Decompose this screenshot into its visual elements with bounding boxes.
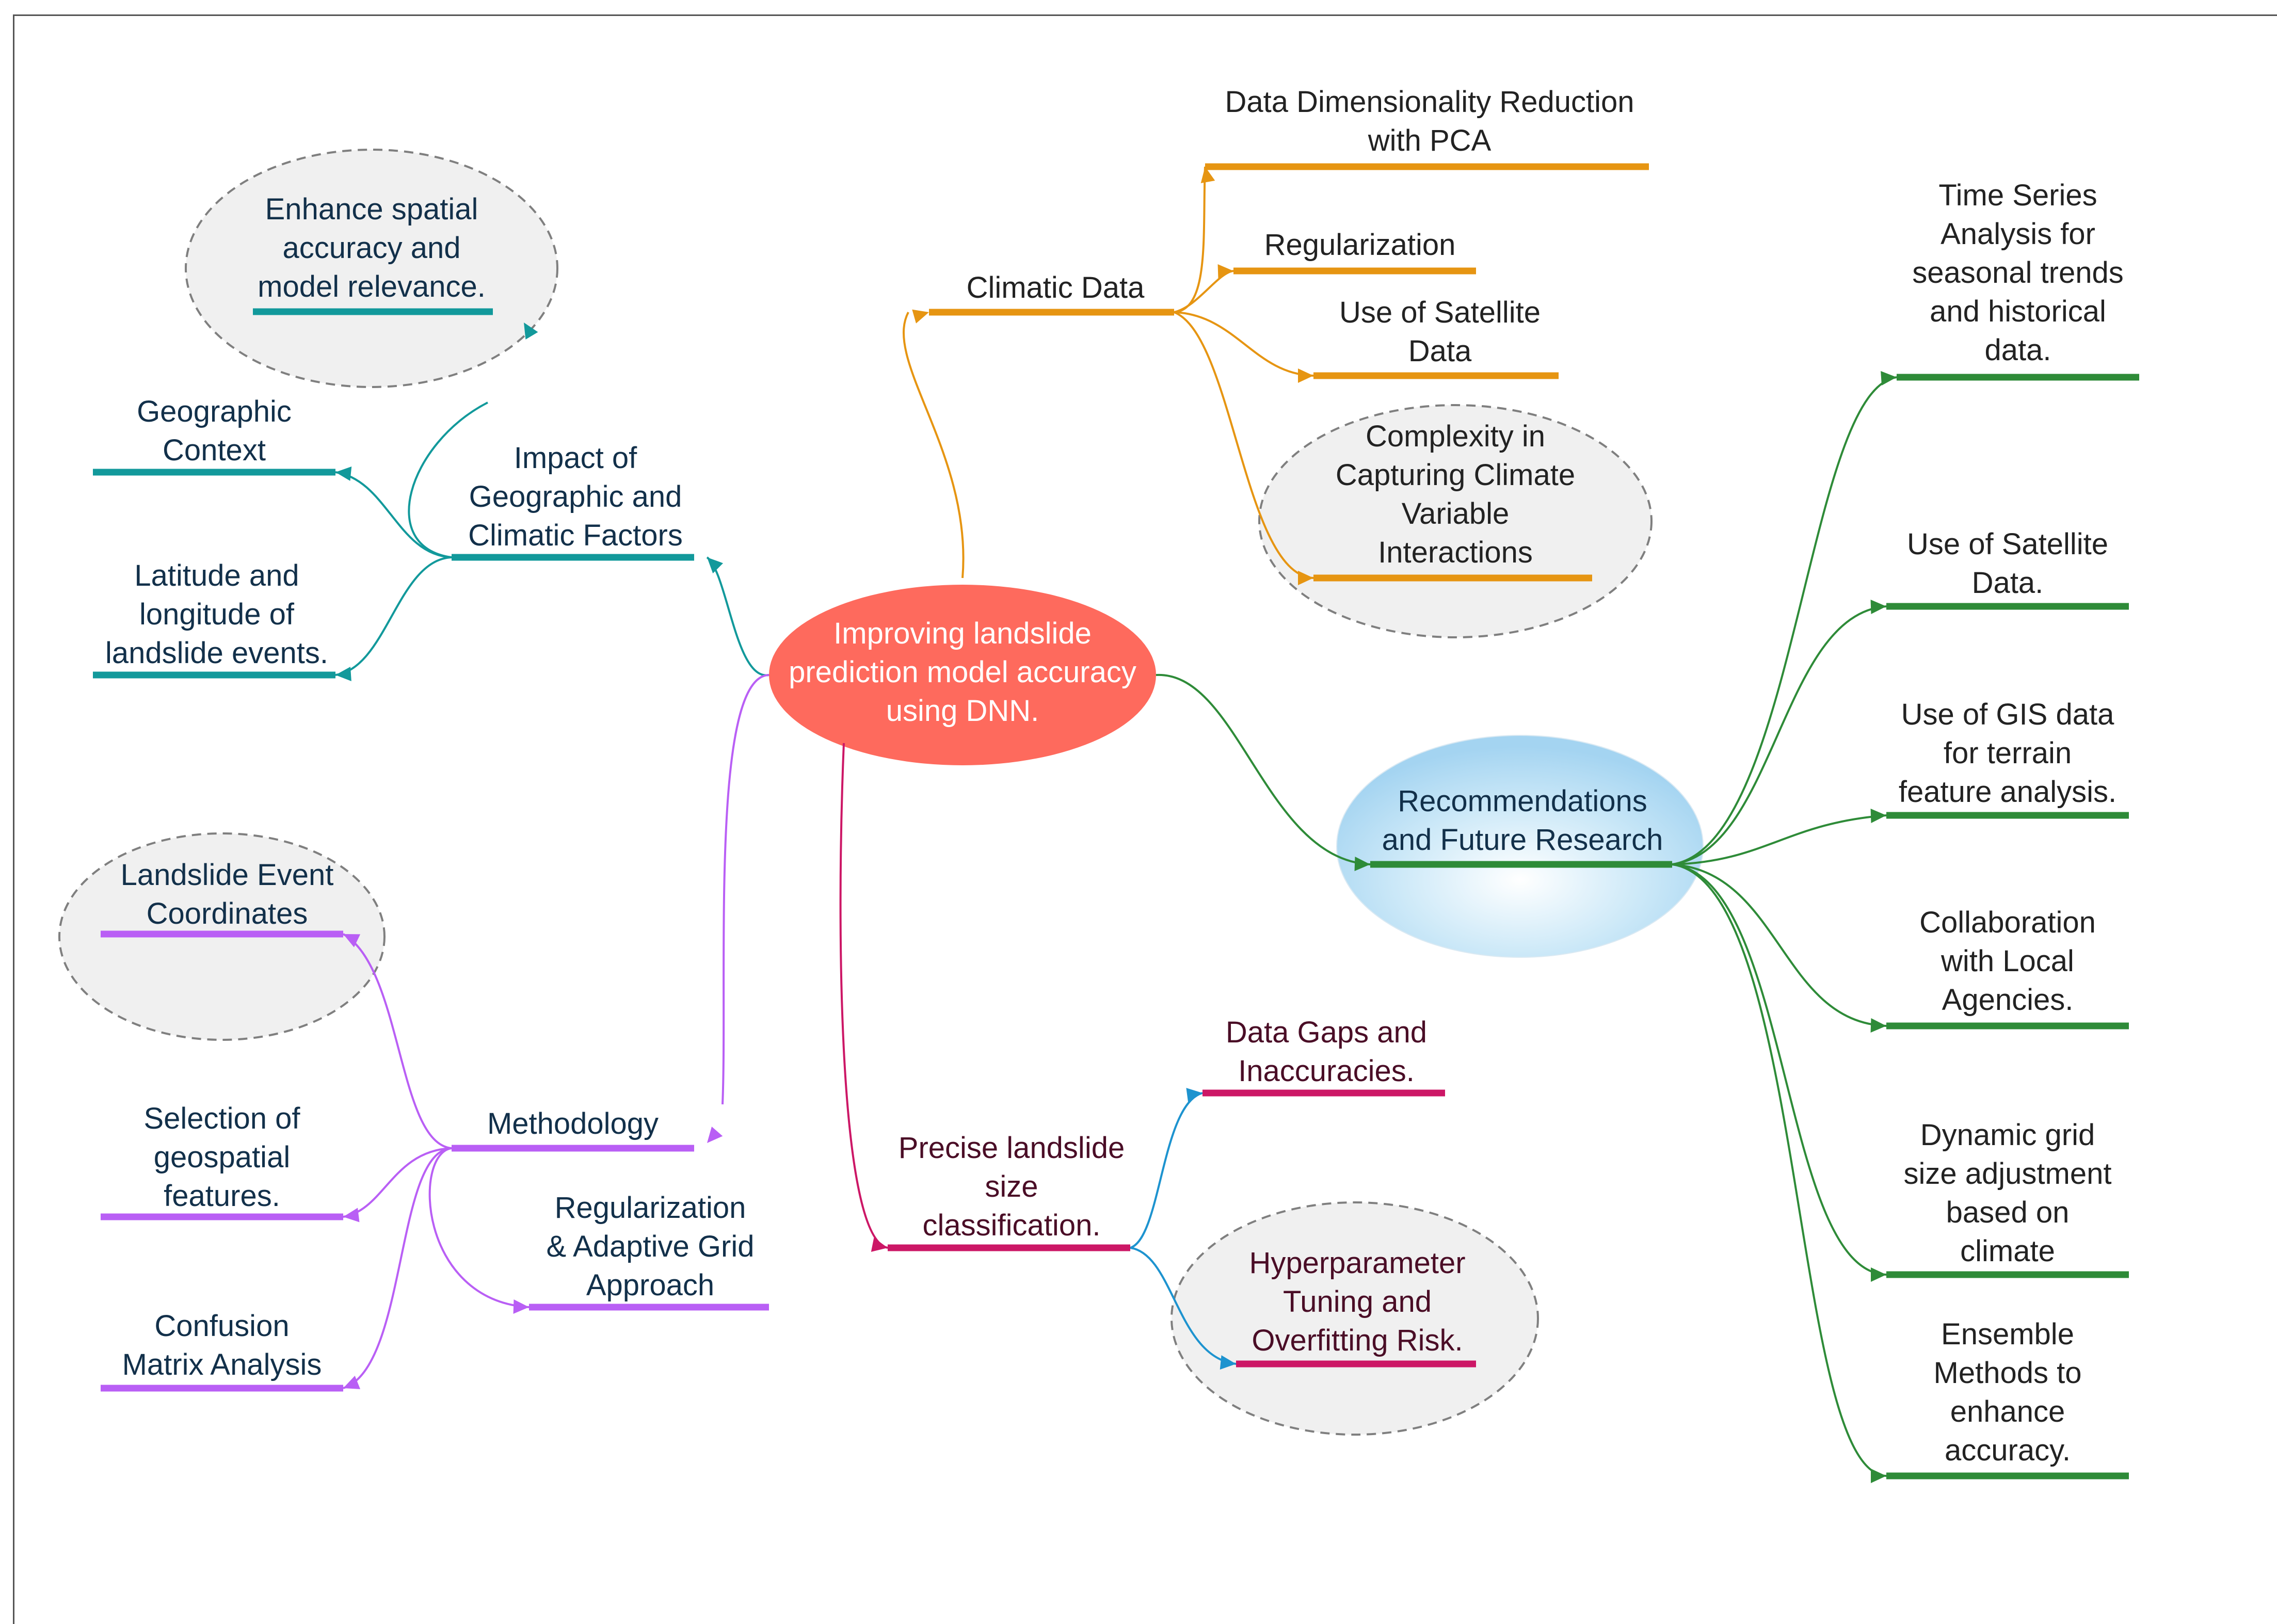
recommendations-to-ensemble-edge [1672,863,1887,1477]
recommendations-to-time-series-edge [1672,376,1897,865]
methodology-to-reg-adaptive-edge-arrowhead [513,1299,529,1314]
root-to-impact-edge-arrowhead [707,557,724,574]
data-gaps-label: Data Gaps and Inaccuracies. [1225,1016,1428,1088]
root-to-precise-edge [839,743,888,1249]
precise-to-hyperparameter-edge [1130,1247,1237,1365]
satellite-climate-label: Use of Satellite Data [1339,296,1541,368]
methodology-to-confusion-edge-arrowhead [343,1375,361,1389]
geographic-context-label: Geographic Context [137,395,292,467]
methodology-label: Methodology [487,1107,659,1140]
climatic-to-pca-edge-arrowhead [1200,167,1215,184]
methodology-to-confusion-edge [343,1147,452,1389]
recommendations-to-gis-edge-arrowhead [1870,809,1886,823]
diagram-frame [13,14,2277,1624]
impact-to-enhance-edge [408,401,488,558]
enhance-accuracy-label: Enhance spatial accuracy and model relev… [258,192,486,303]
hyperparameter-label: Hyperparameter Tuning and Overfitting Ri… [1249,1246,1466,1357]
recommendations-to-ensemble-edge-arrowhead [1871,1469,1886,1483]
climatic-to-complexity-edge [1174,311,1314,579]
recommendations-to-satellite-edge-arrowhead [1870,600,1886,614]
methodology-to-selection-edge-arrowhead [343,1208,360,1223]
root-node [769,585,1156,765]
confusion-matrix-label: Confusion Matrix Analysis [122,1309,322,1381]
methodology-to-coordinates-edge-arrowhead [343,934,361,947]
climatic-to-regularization-edge-arrowhead [1217,264,1233,279]
climatic-to-satellite-edge-arrowhead [1298,368,1313,383]
recommendations-label: Recommendations and Future Research [1382,784,1663,857]
impact-to-geographic-edge [335,471,452,558]
climatic-data-label: Climatic Data [966,271,1145,304]
recommendations-to-gis-edge [1672,814,1887,865]
lat-long-label: Latitude and longitude of landslide even… [105,559,329,670]
root-to-climatic-edge-arrowhead [912,309,929,324]
climatic-to-complexity-edge-arrowhead [1298,571,1313,585]
time-series-label: Time Series Analysis for seasonal trends… [1912,179,2124,367]
recommendations-to-collaboration-edge-arrowhead [1870,1018,1886,1033]
methodology-to-coordinates-edge [343,933,452,1149]
pca-label: Data Dimensionality Reduction with PCA [1225,85,1634,157]
recommendations-node [1336,735,1704,958]
recommendations-to-dynamic-grid-edge [1672,863,1887,1276]
dynamic-grid-label: Dynamic grid size adjustment based on cl… [1903,1118,2112,1268]
recommendations-to-satellite-edge [1672,605,1887,865]
enhance-bubble [185,149,558,388]
root-to-precise-edge-arrowhead [871,1237,888,1252]
methodology-to-reg-adaptive-edge [428,1147,530,1308]
recommendations-to-collaboration-edge [1672,863,1887,1027]
root-to-methodology-edge [721,674,769,1105]
climatic-to-satellite-edge [1174,311,1314,377]
precise-to-data-gaps-edge-arrowhead [1186,1088,1202,1102]
methodology-to-selection-edge [343,1147,452,1218]
satellite-rec-label: Use of Satellite Data. [1906,527,2109,600]
impact-to-enhance-edge-arrowhead [524,323,538,340]
impact-to-latlong-edge [335,556,452,676]
precise-classification-label: Precise landslide size classification. [898,1131,1125,1242]
recommendations-to-time-series-edge-arrowhead [1881,371,1897,385]
recommendations-to-dynamic-grid-edge-arrowhead [1871,1267,1886,1282]
impact-to-latlong-edge-arrowhead [335,667,351,681]
impact-factors-label: Impact of Geographic and Climatic Factor… [468,441,683,552]
root-node-label: Improving landslide prediction model acc… [789,617,1136,728]
root-to-methodology-edge-arrowhead [707,1127,723,1143]
selection-features-label: Selection of geospatial features. [143,1102,300,1213]
climatic-to-regularization-edge [1174,270,1234,313]
event-coordinates-label: Landslide Event Coordinates [120,858,334,930]
root-to-recommendations-edge-arrowhead [1354,857,1370,871]
gis-terrain-label: Use of GIS data for terrain feature anal… [1898,698,2117,809]
regularization-climate-label: Regularization [1264,228,1456,262]
ensemble-methods-label: Ensemble Methods to enhance accuracy. [1933,1317,2082,1467]
hyperparameter-bubble [1170,1201,1539,1436]
precise-to-hyperparameter-edge-arrowhead [1220,1355,1236,1370]
reg-adaptive-label: Regularization & Adaptive Grid Approach [546,1191,755,1302]
precise-to-data-gaps-edge [1130,1092,1203,1249]
root-to-recommendations-edge [1156,673,1371,865]
complexity-label: Complexity in Capturing Climate Variable… [1335,420,1576,569]
climatic-to-pca-edge [1174,166,1206,313]
collaboration-label: Collaboration with Local Agencies. [1919,906,2096,1017]
impact-to-geographic-edge-arrowhead [335,467,352,481]
root-to-climatic-edge [902,312,965,578]
